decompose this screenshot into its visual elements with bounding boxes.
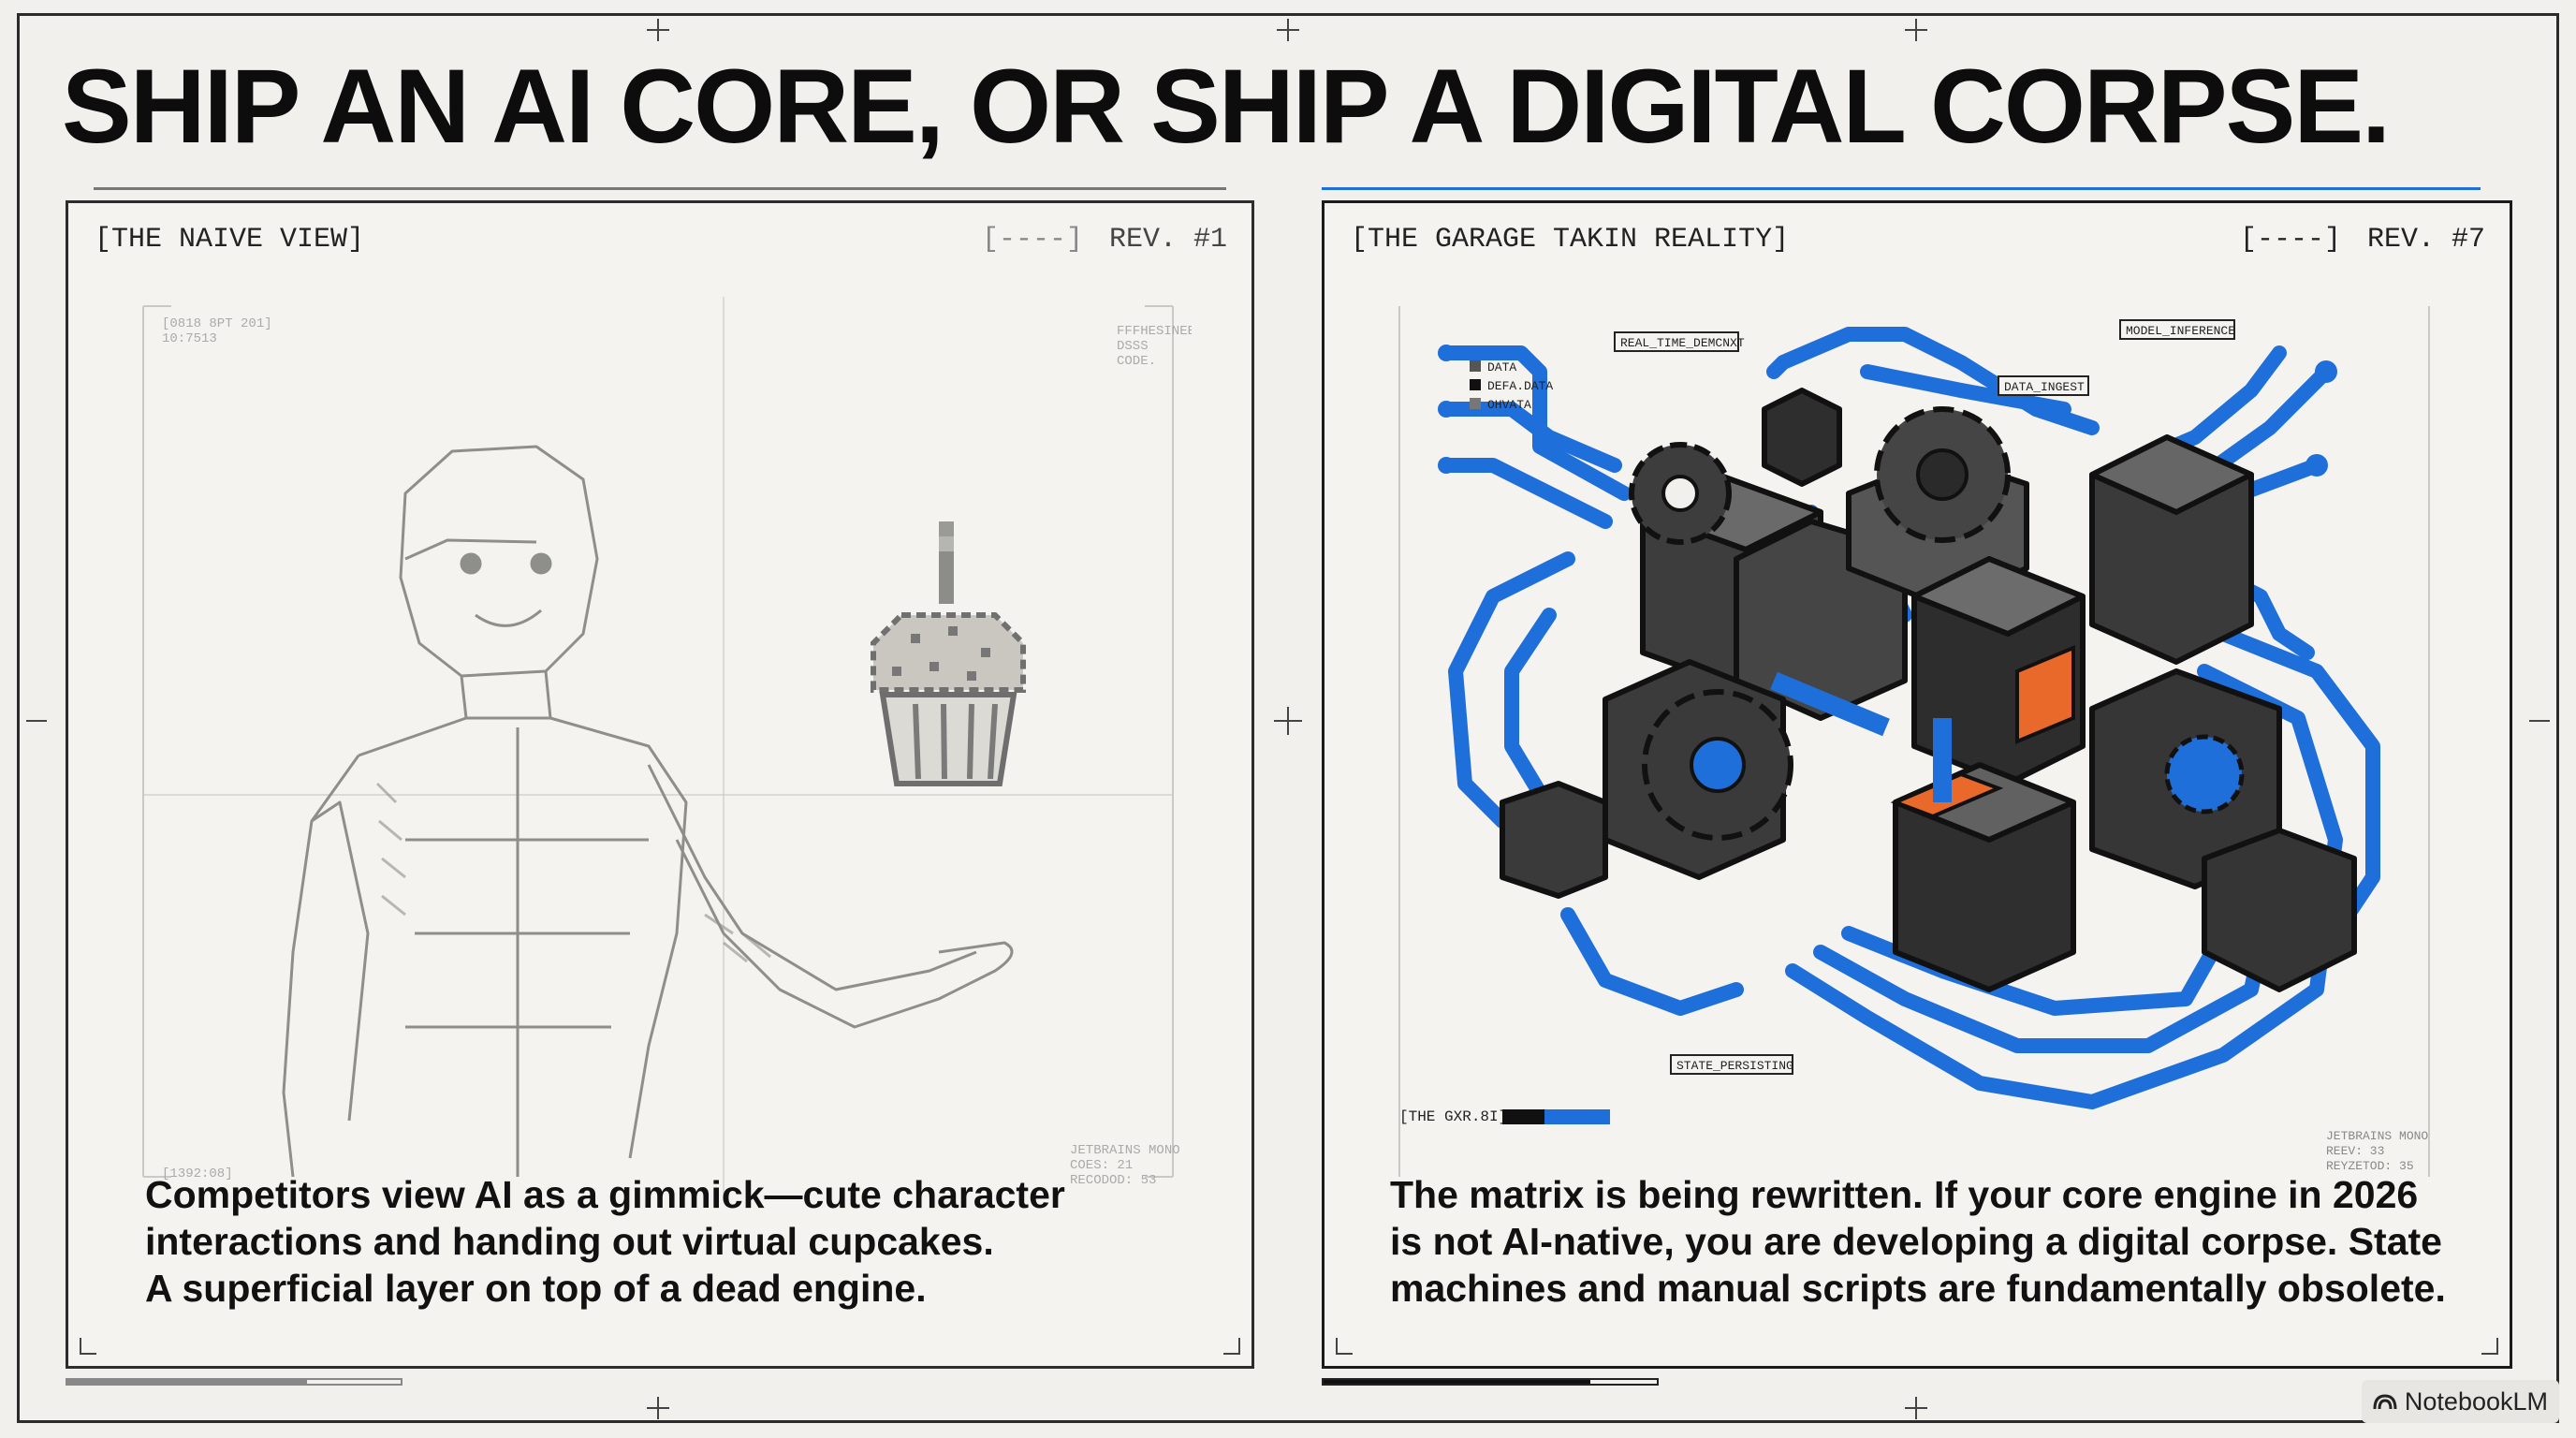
robot-cupcake-illustration: [0818 8PT 201] 10:7513 FFFHESINEESZON DS… [142,297,1192,1196]
frame-tick [647,1407,669,1409]
corner-mark [1223,1338,1240,1355]
legend-entry: OHVATA [1487,398,1531,412]
frame-tick [26,720,47,722]
body-line: Competitors view AI as a gimmick—cute ch… [145,1173,1065,1216]
svg-text:JETBRAINS MONO: JETBRAINS MONO [1070,1143,1180,1158]
tag-realtime: REAL_TIME_DEMCNXT [1620,336,1745,350]
frame-tick [2529,720,2550,722]
panel-label: [THE GARAGE TAKIN REALITY] [1351,224,1790,256]
cupcake-icon [871,521,1026,786]
notebooklm-watermark: NotebookLM [2361,1380,2559,1423]
title-underline-right [1322,187,2481,190]
revision-number: REV. #1 [1108,224,1227,256]
corner-mark [1336,1338,1353,1355]
naive-progress-bar [66,1378,402,1386]
progress-fill [1324,1380,1590,1384]
reality-description: The matrix is being rewritten. If your c… [1390,1171,2495,1312]
panel-revision: [----] REV. #1 [982,224,1227,256]
frame-tick [1277,29,1299,31]
svg-text:DSSS: DSSS [1117,339,1149,354]
panel-revision: [----] REV. #7 [2240,224,2485,256]
panel-bracket: [----] [981,224,1083,256]
svg-text:[1392:08]: [1392:08] [162,1167,233,1181]
svg-text:REYZETOD: 35: REYZETOD: 35 [2326,1159,2414,1173]
svg-text:CODE.: CODE. [1117,354,1156,369]
reality-progress-bar [1322,1378,1659,1386]
reality-panel: [THE GARAGE TAKIN REALITY] [----] REV. #7 [1322,200,2512,1369]
frame-tick [1905,29,1927,31]
svg-text:COES: 21: COES: 21 [1070,1158,1133,1173]
revision-number: REV. #7 [2366,224,2485,256]
watermark-text: NotebookLM [2404,1387,2548,1416]
svg-text:10:7513: 10:7513 [162,331,217,346]
body-line: A superficial layer on top of a dead eng… [145,1267,927,1310]
alert-blocks [1890,645,2075,819]
progress-fill [67,1380,308,1384]
frame-tick [647,29,669,31]
body-line: machines and manual scripts are fundamen… [1390,1267,2446,1310]
panel-bracket: [----] [2239,224,2341,256]
center-crosshair [1274,720,1302,722]
tag-data-ingest: DATA_INGEST [2004,380,2085,394]
tag-model: MODEL_INFERENCE [2126,324,2235,338]
legend-entry: DATA [1487,360,1516,374]
gear-icon [1629,406,2245,841]
legend-entry: DEFA.DATA [1487,379,1553,393]
naive-view-panel: [THE NAIVE VIEW] [----] REV. #1 [66,200,1254,1369]
ai-engine-illustration: DATA DEFA.DATA OHVATA REAL_TIME_DEMCNXT … [1398,306,2430,1177]
naive-view-description: Competitors view AI as a gimmick—cute ch… [145,1171,1212,1312]
panel-label: [THE NAIVE VIEW] [95,224,365,256]
outer-frame [17,13,2559,1423]
notebooklm-icon [2373,1394,2397,1410]
corner-mark [2481,1338,2498,1355]
body-line: interactions and handing out virtual cup… [145,1220,994,1263]
corner-mark [80,1338,96,1355]
body-line: is not AI-native, you are developing a d… [1390,1220,2442,1263]
tag-state: STATE_PERSISTING [1676,1059,1793,1073]
frame-tick [1905,1407,1927,1409]
slide-title: SHIP AN AI CORE, OR SHIP A DIGITAL CORPS… [62,48,2391,165]
robot-icon [282,445,1014,1178]
svg-text:[0818 8PT 201]: [0818 8PT 201] [162,316,272,331]
svg-text:JETBRAINS MONO: JETBRAINS MONO [2326,1129,2428,1143]
svg-text:RECODOD: 53: RECODOD: 53 [1070,1173,1156,1188]
svg-text:REEV: 33: REEV: 33 [2326,1144,2384,1158]
svg-text:FFFHESINEESZON: FFFHESINEESZON [1117,324,1192,339]
footer-tag: [THE GXR.8I] [1399,1108,1507,1125]
body-line: The matrix is being rewritten. If your c… [1390,1173,2419,1216]
title-underline-left [94,187,1226,190]
